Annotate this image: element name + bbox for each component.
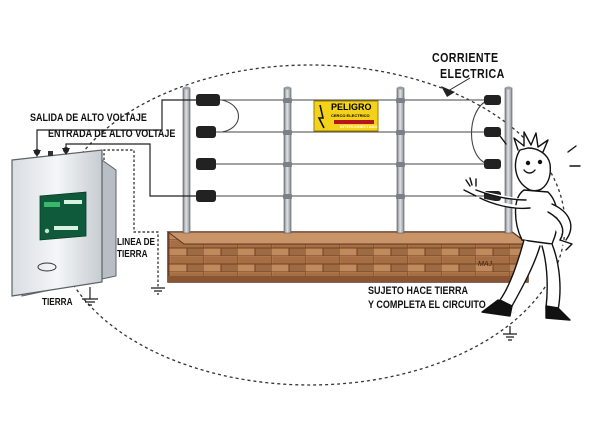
subject-label-line2: Y COMPLETA EL CIRCUITO xyxy=(368,299,486,311)
person-ground-symbol-icon xyxy=(503,326,517,341)
earth-label: TIERRA xyxy=(42,297,73,308)
sign-line2: INTERCONECTADO xyxy=(340,124,378,129)
post-clips xyxy=(283,98,405,199)
fence-wires xyxy=(216,99,490,197)
current-label-line1: CORRIENTE xyxy=(432,50,499,65)
current-label-leader xyxy=(447,77,471,92)
ground-line-label-line1: LINEA DE xyxy=(117,237,155,248)
salida-arrow-icon xyxy=(33,150,41,157)
ground-line-symbol-icon xyxy=(151,287,165,295)
sign-line1: CERCO ELECTRICO xyxy=(331,113,370,118)
brick-wall: MAJ xyxy=(166,231,530,283)
ground-symbol-icon xyxy=(82,298,98,306)
energizer-unit xyxy=(11,147,117,297)
svg-text:MAJ: MAJ xyxy=(478,261,493,268)
salida-label: SALIDA DE ALTO VOLTAJE xyxy=(30,112,147,124)
sign-title: PELIGRO xyxy=(331,102,372,112)
shocked-person xyxy=(463,131,581,321)
subject-label-line1: SUJETO HACE TIERRA xyxy=(368,285,469,297)
current-label-line2: ELECTRICA xyxy=(440,66,505,81)
entrada-label: ENTRADA DE ALTO VOLTAJE xyxy=(48,128,176,140)
insulators-left xyxy=(196,94,220,202)
entrada-arrow-icon xyxy=(62,148,70,155)
connection-leads xyxy=(36,99,196,299)
fence-poles xyxy=(182,86,513,234)
ground-line-label-line2: TIERRA xyxy=(117,249,148,260)
warning-sign xyxy=(313,100,379,132)
current-arrow-icon xyxy=(441,86,455,97)
insulators-right xyxy=(484,95,501,201)
